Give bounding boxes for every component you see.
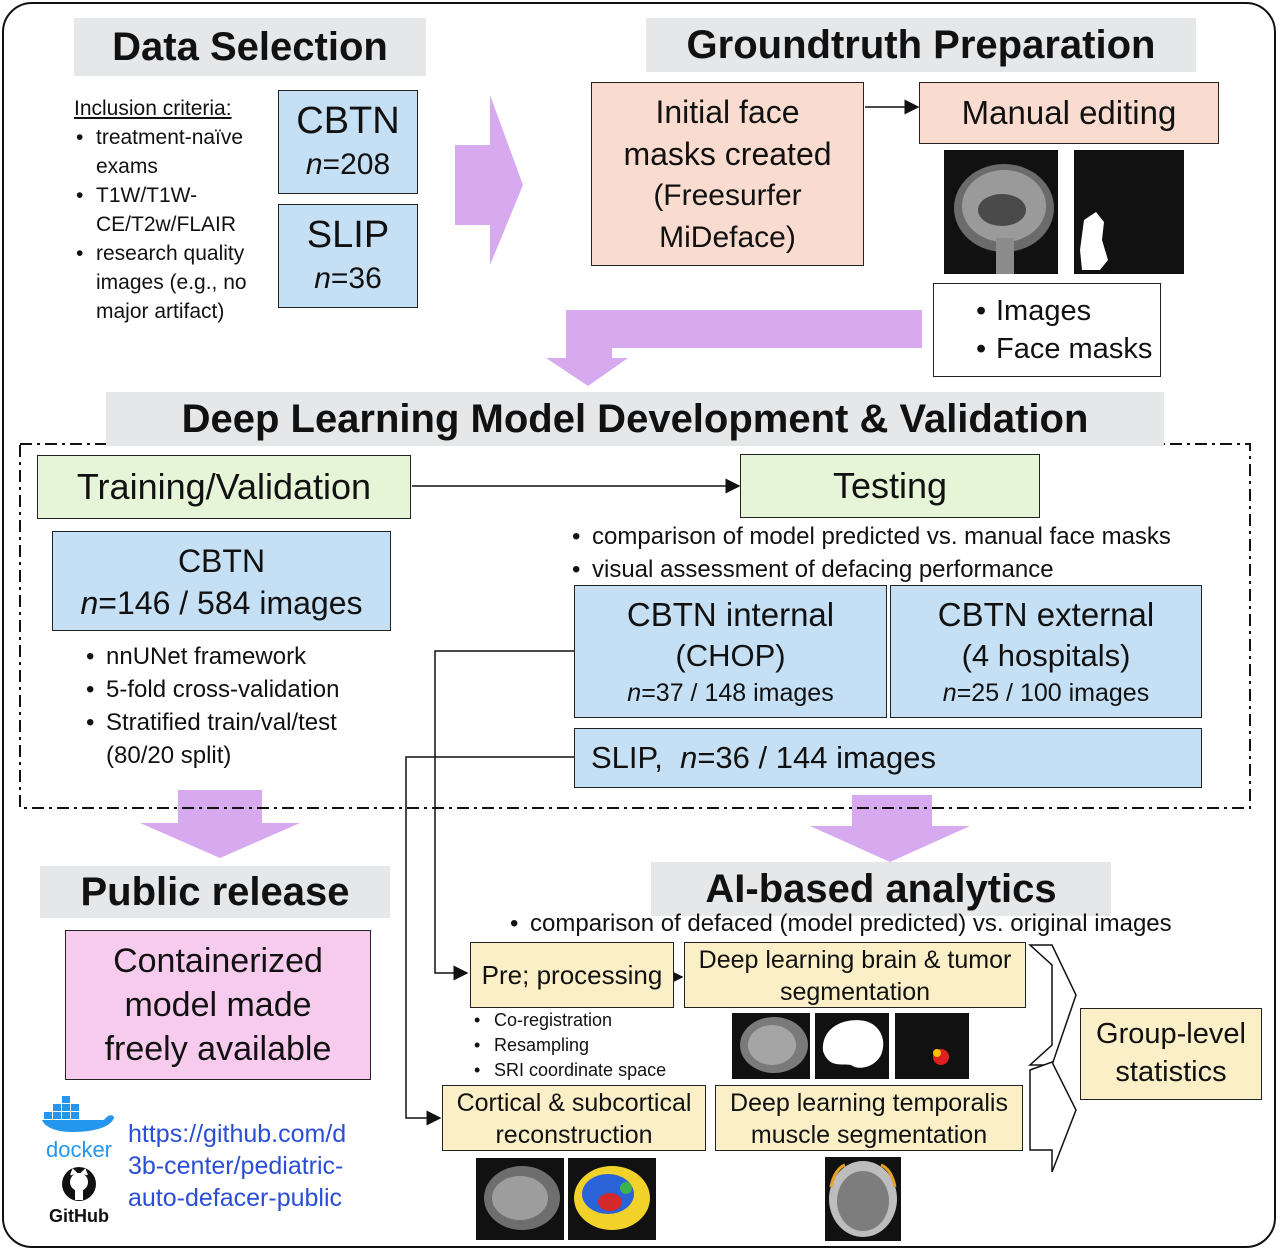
training-cbtn-count: 146 / 584 images <box>116 585 363 621</box>
slip-dataset-box: SLIP n=36 <box>278 204 418 308</box>
containerized-model-box: Containerized model made freely availabl… <box>65 930 371 1080</box>
github-logo: GitHub <box>42 1166 116 1226</box>
criteria-title: Inclusion criteria: <box>74 97 232 120</box>
testing-slip-box: SLIP, n=36 / 144 images <box>574 728 1202 788</box>
groundtruth-outputs-box: Images Face masks <box>933 283 1161 377</box>
training-bullets: nnUNet framework 5-fold cross-validation… <box>84 640 404 772</box>
testing-bullets: comparison of model predicted vs. manual… <box>570 520 1260 586</box>
chevron-bottom <box>1029 1061 1077 1173</box>
training-validation-box: Training/Validation <box>37 455 411 519</box>
analytics-bullet: comparison of defaced (model predicted) … <box>508 908 1268 940</box>
cbtn-dataset-box: CBTN n=208 <box>278 90 418 194</box>
preprocessing-bullets: Co-registration Resampling SRI coordinat… <box>474 1008 704 1083</box>
brain-mri-image <box>732 1013 810 1079</box>
testing-box: Testing <box>740 454 1040 518</box>
cortical-parcellation-image <box>568 1158 656 1240</box>
slip-count: 36 <box>348 262 382 295</box>
cbtn-count: 208 <box>340 148 391 181</box>
cbtn-label: CBTN <box>296 100 400 142</box>
github-repo-link[interactable]: https://github.com/d 3b-center/pediatric… <box>128 1120 347 1212</box>
big-arrow-right <box>455 95 523 265</box>
inclusion-criteria: Inclusion criteria: treatment-naïveexams… <box>74 94 274 326</box>
output-face-masks: Face masks <box>976 330 1160 368</box>
training-cbtn-box: CBTN n=146 / 584 images <box>52 531 391 631</box>
face-mask-image <box>1074 150 1184 274</box>
cbtn-external-box: CBTN external (4 hospitals) n=25 / 100 i… <box>890 585 1202 718</box>
docker-wordmark: docker <box>45 1137 113 1162</box>
github-wordmark: GitHub <box>49 1206 109 1226</box>
docker-whale-icon <box>42 1096 114 1132</box>
cortical-mri-image <box>476 1158 564 1240</box>
preprocessing-box: Pre; processing <box>470 942 674 1008</box>
big-arrow-down-right <box>810 795 970 862</box>
cbtn-internal-box: CBTN internal (CHOP) n=37 / 148 images <box>574 585 887 718</box>
public-release-title: Public release <box>40 866 390 918</box>
brain-tumor-segmentation-box: Deep learning brain & tumor segmentation <box>684 942 1026 1008</box>
docker-logo: docker <box>42 1092 116 1162</box>
tumor-mask-image <box>895 1013 969 1079</box>
manual-editing-box: Manual editing <box>919 82 1219 144</box>
mri-sagittal-image <box>944 150 1058 274</box>
criteria-item: T1W/T1W-CE/T2w/FLAIR <box>76 181 274 239</box>
slip-label: SLIP <box>306 214 390 256</box>
temporalis-segmentation-box: Deep learning temporalis muscle segmenta… <box>715 1085 1023 1151</box>
analytics-title: AI-based analytics <box>651 862 1111 916</box>
chevron-top <box>1028 944 1077 1066</box>
temporalis-mri-image <box>825 1157 901 1241</box>
cortical-reconstruction-box: Cortical & subcortical reconstruction <box>442 1085 706 1151</box>
data-selection-title: Data Selection <box>74 18 426 76</box>
brain-mask-image <box>815 1013 889 1079</box>
output-images: Images <box>976 292 1160 330</box>
big-arrow-down-left <box>140 790 300 858</box>
big-arrow-elbow <box>546 310 922 386</box>
initial-masks-box: Initial face masks created (Freesurfer M… <box>591 82 864 266</box>
github-octocat-icon <box>62 1167 96 1201</box>
group-statistics-box: Group-level statistics <box>1080 1008 1262 1100</box>
dl-dashed-frame <box>19 443 1251 809</box>
line-slip-to-cortical <box>405 756 574 1126</box>
line-internal-to-pre <box>434 650 574 981</box>
groundtruth-title: Groundtruth Preparation <box>646 18 1196 72</box>
dl-title: Deep Learning Model Development & Valida… <box>106 392 1164 446</box>
